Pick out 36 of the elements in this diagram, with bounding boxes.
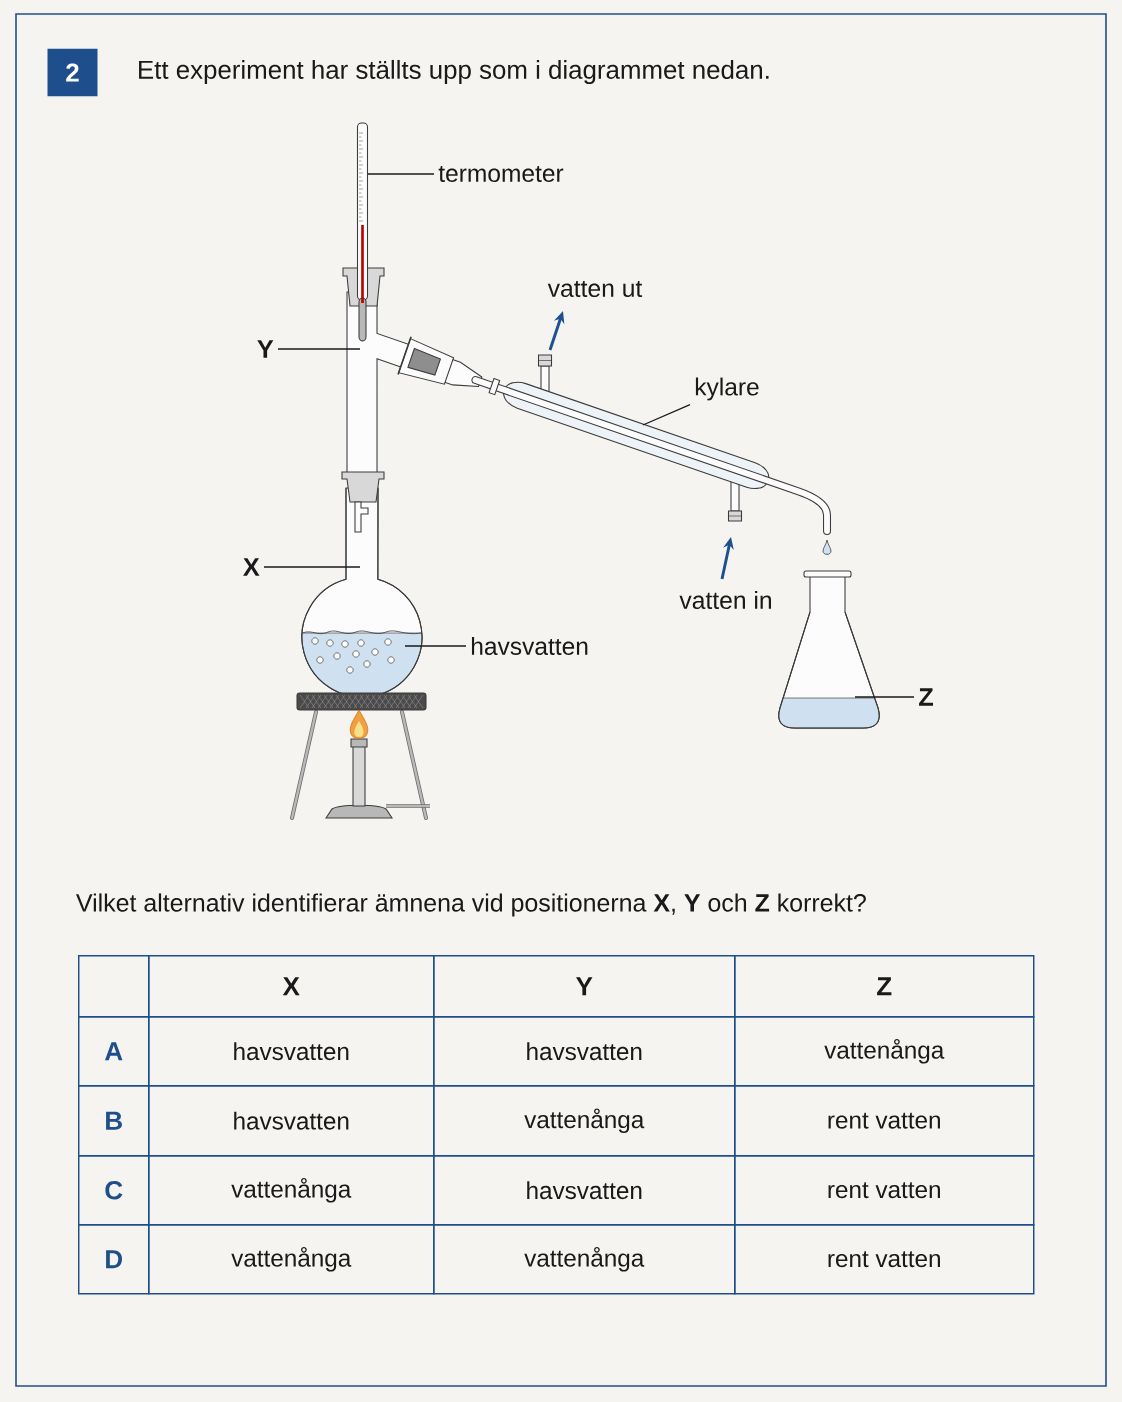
table-cell: havsvatten	[433, 1016, 736, 1087]
table-cell: havsvatten	[433, 1155, 736, 1226]
row-header: B	[78, 1085, 150, 1157]
question-text: Vilket alternativ identifierar ämnena vid positionerna X, Y och Z korrekt?	[76, 893, 866, 917]
callout-label: Y	[257, 340, 274, 358]
leader-line	[642, 404, 691, 426]
flow-label: vatten in	[679, 590, 771, 610]
column-header: X	[148, 955, 435, 1018]
table-cell: vattenånga	[148, 1155, 435, 1226]
leader-line	[367, 173, 435, 175]
row-header: C	[78, 1155, 150, 1226]
table-cell: rent vatten	[734, 1224, 1035, 1295]
callout-label: kylare	[695, 377, 759, 401]
question-number: 2	[47, 48, 98, 97]
table-cell: vattenånga	[148, 1224, 435, 1295]
flow-label: vatten ut	[547, 280, 643, 298]
table-cell: havsvatten	[148, 1085, 435, 1157]
row-header: A	[78, 1016, 150, 1087]
callout-label: Z	[919, 688, 933, 706]
row-header: D	[78, 1224, 150, 1295]
leader-line	[854, 696, 915, 698]
callout-label: X	[243, 558, 260, 576]
leader-line	[263, 566, 361, 568]
table-cell: havsvatten	[148, 1016, 435, 1087]
column-header: Z	[734, 955, 1035, 1018]
leader-line	[277, 348, 361, 350]
table-cell: vattenånga	[433, 1085, 736, 1157]
table-cell: rent vatten	[734, 1085, 1035, 1157]
leader-line	[404, 645, 467, 647]
question-text: Ett experiment har ställts upp som i diagrammet nedan.	[139, 59, 769, 85]
callout-label: havsvatten	[471, 637, 588, 655]
table-cell: rent vatten	[734, 1155, 1035, 1226]
callout-label: termometer	[438, 165, 564, 183]
table-cell: vattenånga	[433, 1224, 736, 1295]
table-cell: vattenånga	[734, 1016, 1035, 1087]
column-header: Y	[433, 955, 736, 1018]
